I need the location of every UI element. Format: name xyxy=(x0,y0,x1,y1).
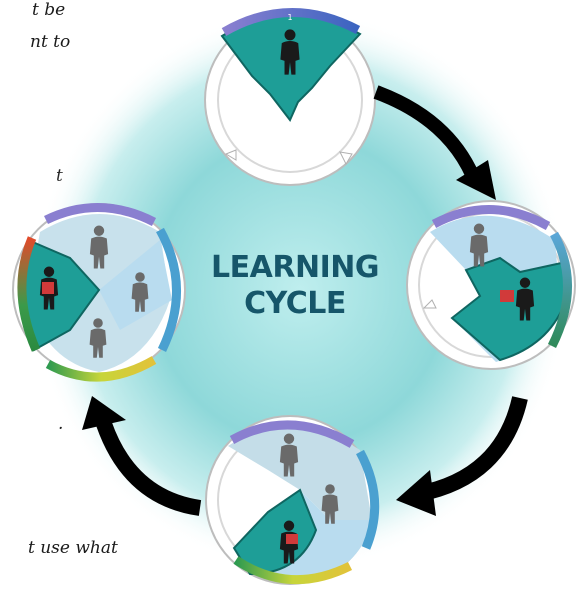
center-halo xyxy=(32,10,568,570)
book-icon xyxy=(42,282,54,294)
title-line-1: LEARNING xyxy=(211,250,379,285)
text-fragment-2: nt to xyxy=(30,32,71,52)
cycle-node-right xyxy=(406,200,576,370)
title-line-2: CYCLE xyxy=(244,286,346,321)
cycle-node-left xyxy=(12,203,186,382)
cycle-node-bottom xyxy=(205,415,380,585)
book-icon xyxy=(286,534,298,544)
text-fragment-5: t use what xyxy=(28,538,118,558)
text-fragment-1: t be xyxy=(32,0,66,20)
cycle-node-top: 1 xyxy=(204,8,376,186)
book-icon xyxy=(500,290,514,302)
text-fragment-4: . xyxy=(58,414,64,434)
center-title: LEARNING CYCLE xyxy=(200,250,390,322)
curved-arrow-right-to-bottom xyxy=(396,396,528,516)
stage-number-1: 1 xyxy=(287,13,292,22)
curved-arrow-top-to-right xyxy=(373,85,496,200)
curved-arrow-bottom-to-left xyxy=(82,396,202,516)
